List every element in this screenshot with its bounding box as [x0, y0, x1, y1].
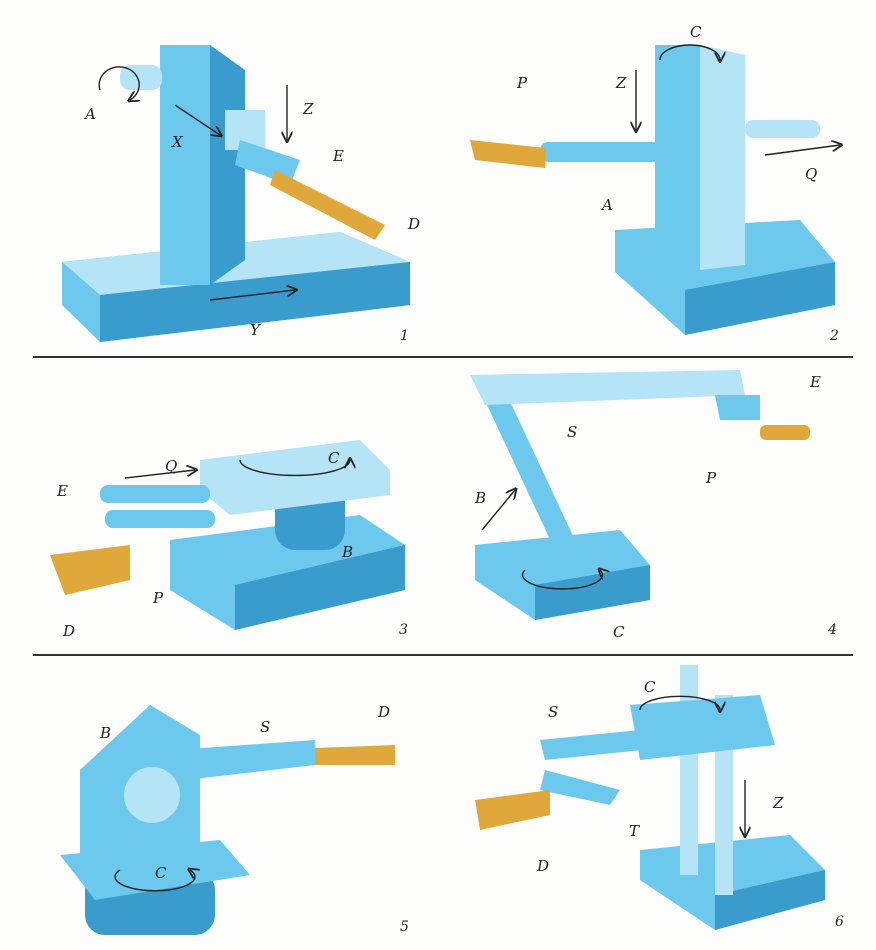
axis-label-z: Z: [616, 74, 627, 92]
axis-label-q: Q: [165, 457, 178, 475]
axis-label-d: D: [63, 622, 76, 640]
axis-label-d: D: [408, 215, 421, 233]
panel-number: 6: [835, 914, 844, 930]
panel-number: 5: [400, 919, 409, 935]
panel-number: 2: [830, 328, 839, 344]
robot-6-scara: [475, 665, 825, 930]
robot-2-cylindrical: [470, 45, 835, 335]
divider-line: [33, 654, 853, 656]
axis-label-x: X: [172, 133, 183, 151]
motion-arrows: [98, 44, 840, 892]
axis-label-d: D: [537, 857, 550, 875]
robot-5-articulated: [60, 705, 395, 935]
axis-label-p: P: [517, 74, 528, 92]
axis-label-s: S: [567, 423, 578, 441]
robot-1-cartesian: [62, 45, 410, 342]
axis-label-z: Z: [773, 794, 784, 812]
axis-label-t: T: [629, 822, 640, 840]
axis-label-a: A: [85, 105, 96, 123]
axis-label-p: P: [153, 589, 164, 607]
axis-label-e: E: [333, 147, 344, 165]
panel-number: 4: [828, 622, 837, 638]
axis-label-c: C: [690, 23, 702, 41]
axis-label-s: S: [548, 703, 559, 721]
divider-line: [33, 356, 853, 358]
panel-number: 3: [399, 622, 408, 638]
axis-label-c: C: [328, 449, 340, 467]
axis-label-e: E: [810, 373, 821, 391]
axis-label-a: A: [602, 196, 613, 214]
axis-label-p: P: [706, 469, 717, 487]
axis-label-b: B: [342, 543, 354, 561]
axis-label-z: Z: [303, 100, 314, 118]
robot-3-spherical: [50, 440, 405, 630]
panel-number: 1: [400, 328, 409, 344]
axis-label-s: S: [260, 718, 271, 736]
axis-label-y: Y: [250, 321, 260, 339]
axis-label-d: D: [378, 703, 391, 721]
axis-label-e: E: [57, 482, 68, 500]
axis-label-c: C: [155, 864, 167, 882]
axis-label-q: Q: [805, 165, 818, 183]
robot-4-articulated: [470, 370, 810, 620]
axis-label-c: C: [613, 623, 625, 641]
axis-label-c: C: [644, 678, 656, 696]
axis-label-b: B: [475, 489, 487, 507]
axis-label-b: B: [100, 724, 112, 742]
